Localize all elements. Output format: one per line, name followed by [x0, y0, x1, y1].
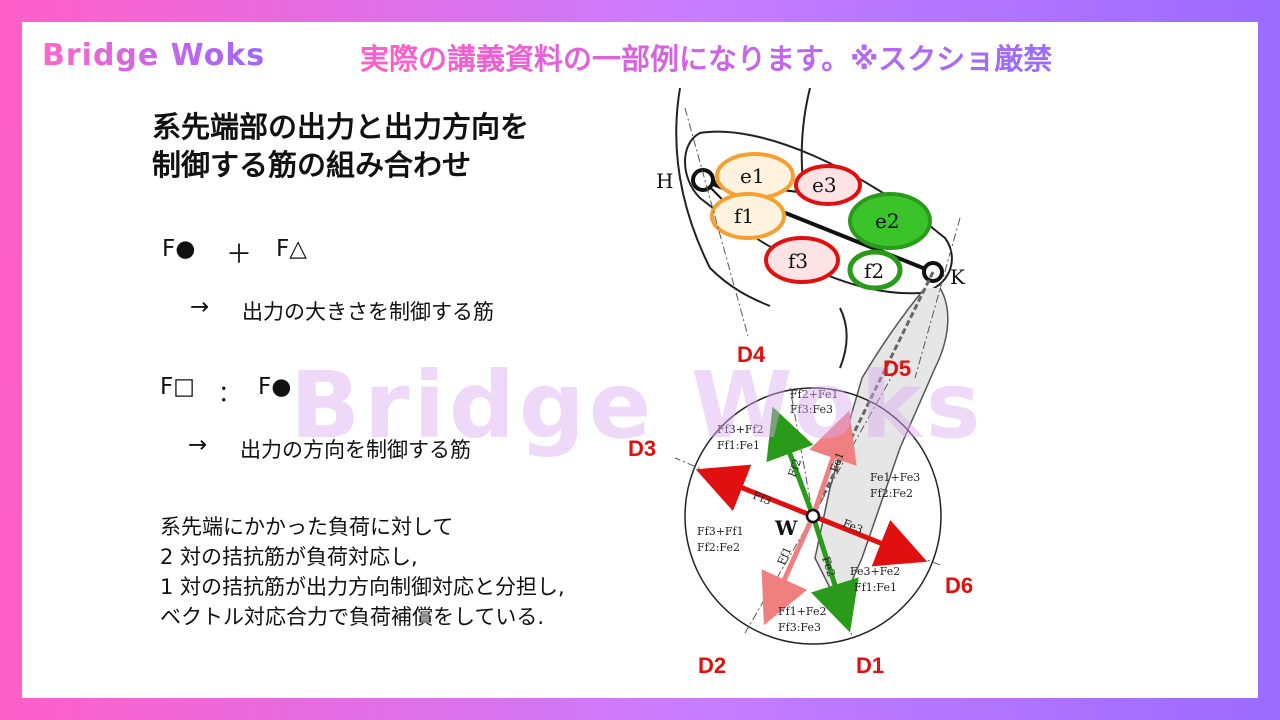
sector-upper-left-sum: Ff3+Ff2	[717, 423, 764, 436]
sector-upper-right-sum: Fe1+Fe3	[870, 471, 920, 484]
sector-top-sum: Ff2+Fe1	[790, 388, 838, 401]
rule2-formula-left: F□	[160, 374, 195, 400]
sector-bottom-ratio: Ff3:Fe3	[778, 621, 821, 634]
muscle-e2	[848, 192, 932, 250]
rule2-arrow: →	[188, 432, 208, 458]
sector-lower-right-ratio: Ff1:Fe1	[854, 581, 897, 594]
sector-bottom-sum: Ff1+Fe2	[778, 605, 826, 618]
direction-d2: D2	[698, 653, 726, 678]
rule2-formula-right: F●	[258, 374, 292, 400]
direction-d5: D5	[883, 356, 911, 381]
slide-title: 系先端部の出力と出力方向を 制御する筋の組み合わせ	[152, 110, 530, 182]
force-label-fe2: Fe2	[819, 555, 838, 579]
sector-lower-left-sum: Ff3+Ff1	[697, 525, 744, 538]
label-f2: f2	[864, 259, 884, 283]
sector-lower-left-ratio: Ff2:Fe2	[697, 541, 740, 554]
rule1-arrow: →	[190, 294, 210, 320]
brand-logo: Bridge Woks	[42, 38, 266, 73]
muscle-f2	[847, 249, 903, 291]
arrow-ff1	[761, 514, 816, 626]
sector-upper-right-ratio: Ff2:Fe2	[870, 487, 913, 500]
arrow-fe1	[809, 410, 857, 517]
joint-label-k: K	[950, 265, 966, 289]
direction-d6: D6	[945, 573, 973, 598]
limb-force-diagram: e1 e3 f1 e2 f3 f2 H K W Ff2 Fe1 Ff3 Fe3 …	[628, 88, 973, 678]
direction-d3: D3	[628, 436, 656, 461]
explanation-text: 系先端にかかった負荷に対して 2 対の拮抗筋が負荷対応し, 1 対の拮抗筋が出力…	[160, 515, 565, 629]
slide-frame	[22, 22, 1258, 698]
joint-w	[805, 508, 821, 524]
label-e3: e3	[812, 173, 837, 197]
rule2-operator: ：	[218, 381, 241, 407]
joint-h	[691, 168, 715, 192]
rule1-description: 出力の大きさを制御する筋	[242, 300, 494, 324]
sector-upper-left-ratio: Ff1:Fe1	[717, 439, 760, 452]
arrow-ff2	[766, 406, 816, 517]
rule1-formula-left: F●	[162, 236, 196, 262]
force-direction-circle	[684, 387, 942, 645]
rule1-formula-right: F△	[276, 236, 307, 262]
muscle-f3	[764, 236, 840, 284]
arrow-ff3	[695, 464, 814, 519]
muscle-f1	[710, 192, 786, 240]
screenshot-notice: 実際の講義資料の一部例になります。※スクショ厳禁	[360, 36, 1052, 78]
direction-d4: D4	[737, 342, 766, 367]
rule1-operator: ＋	[226, 240, 253, 270]
direction-d1: D1	[856, 653, 884, 678]
force-label-ff2: Ff2	[786, 457, 805, 479]
arrow-fe3	[812, 513, 928, 567]
joint-label-w: W	[774, 516, 798, 540]
sector-lower-right-sum: Fe3+Fe2	[850, 565, 900, 578]
label-e2: e2	[875, 209, 900, 233]
force-label-ff3: Ff3	[751, 489, 773, 508]
rule2-description: 出力の方向を制御する筋	[240, 438, 471, 462]
sector-top-ratio: Ff3:Fe3	[790, 403, 833, 416]
joint-label-h: H	[656, 169, 673, 193]
label-e1: e1	[740, 164, 765, 188]
label-f3: f3	[788, 249, 808, 273]
muscle-e3	[794, 164, 862, 206]
lower-leg-left	[839, 307, 848, 369]
label-f1: f1	[734, 204, 754, 228]
arrow-fe2	[810, 515, 859, 633]
